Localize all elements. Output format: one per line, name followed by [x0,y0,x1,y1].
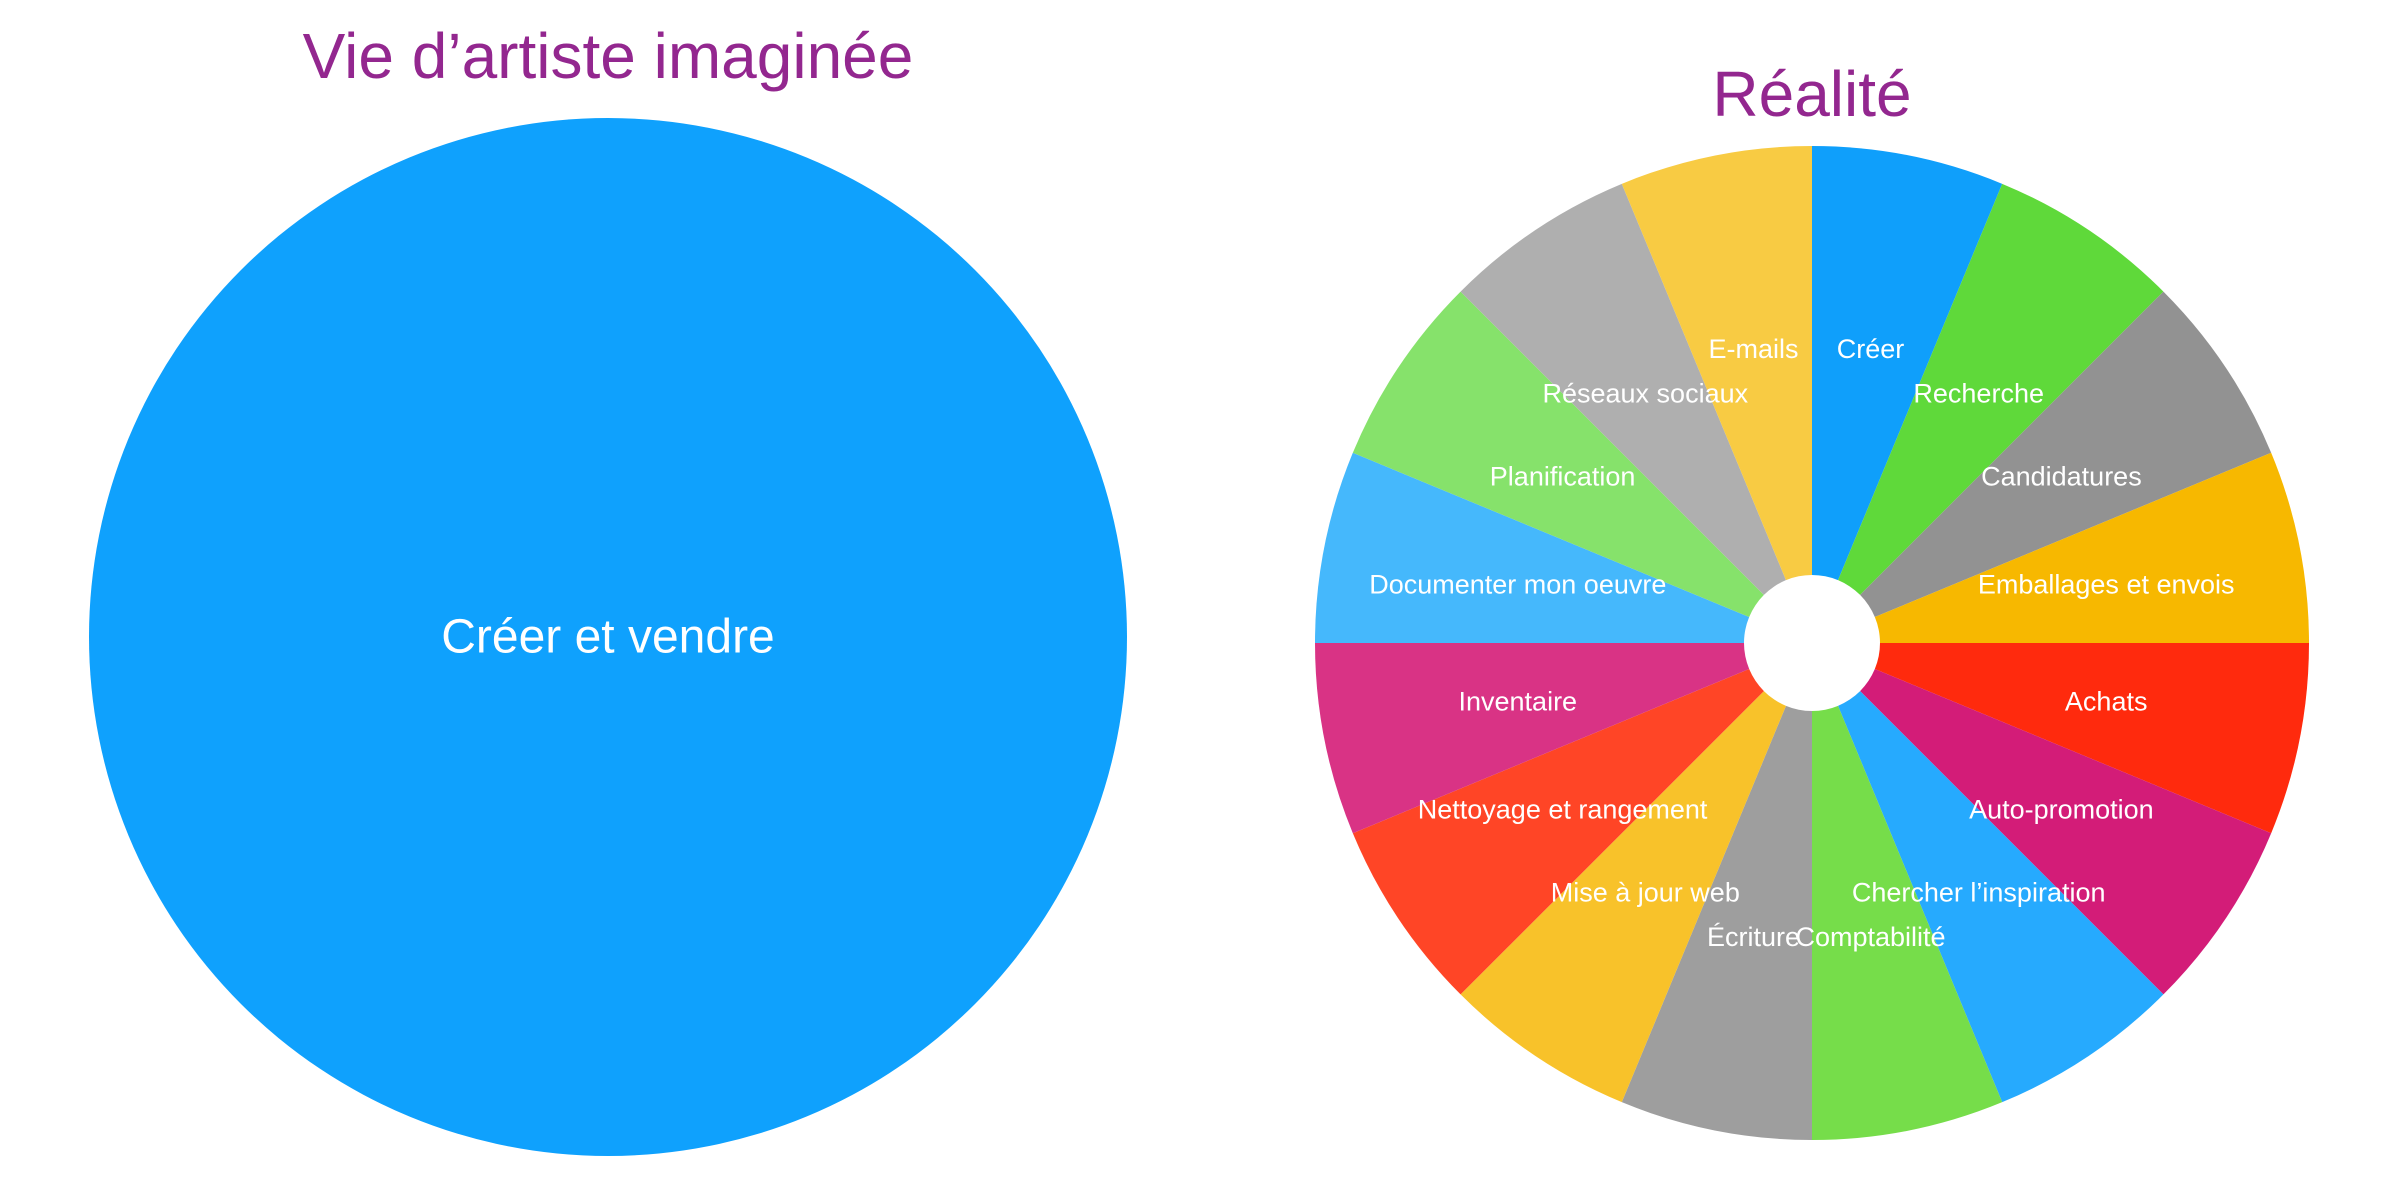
label-documenter-mon-oeuvre: Documenter mon oeuvre [1369,570,1666,600]
label-auto-promotion: Auto-promotion [1969,795,2154,825]
reality-donut-chart: Réalité CréerRechercheCandidaturesEmball… [1315,58,2309,1140]
slice-creer [1812,146,2003,643]
reality-slices [1315,146,2309,1140]
slice-e-mails [1621,146,1812,643]
slice-documenter-mon-oeuvre [1315,452,1812,643]
label-mise-a-jour-web: Mise à jour web [1551,877,1740,907]
slice-reseaux-sociaux [1460,183,1812,643]
imagined-life-slices [89,118,1127,1156]
label-nettoyage-et-rangement: Nettoyage et rangement [1418,795,1708,825]
imagined-life-labels: Créer et vendre [441,611,775,664]
slice-chercher-l-inspiration [1812,643,2164,1103]
slice-candidatures [1812,291,2272,643]
label-recherche: Recherche [1913,379,2044,409]
slice-inventaire [1315,643,1812,834]
imagined-life-chart-title: Vie d’artiste imaginée [303,20,914,92]
slice-comptabilite [1812,643,2003,1140]
slice-auto-promotion [1812,643,2272,995]
label-emballages-et-envois: Emballages et envois [1978,570,2235,600]
slice-nettoyage-et-rangement [1352,643,1812,995]
label-comptabilite: Comptabilité [1795,922,1945,952]
imagined-life-pie-chart: Vie d’artiste imaginée Créer et vendre [89,20,1127,1156]
slice-creer-et-vendre [89,118,1127,1156]
label-reseaux-sociaux: Réseaux sociaux [1542,379,1748,409]
label-planification: Planification [1490,461,1636,491]
label-creer: Créer [1837,334,1905,364]
label-candidatures: Candidatures [1981,461,2142,491]
slice-ecriture [1621,643,1812,1140]
slice-emballages-et-envois [1812,452,2309,643]
label-chercher-l-inspiration: Chercher l’inspiration [1852,877,2106,907]
donut-hole [1744,575,1880,711]
slice-planification [1352,291,1812,643]
label-inventaire: Inventaire [1459,687,1578,717]
slice-mise-a-jour-web [1460,643,1812,1103]
label-creer-et-vendre: Créer et vendre [441,611,775,664]
slice-recherche [1812,183,2164,643]
slice-achats [1812,643,2309,834]
label-e-mails: E-mails [1708,334,1798,364]
label-ecriture: Écriture [1707,922,1800,952]
label-achats: Achats [2065,687,2148,717]
reality-chart-title: Réalité [1712,58,1911,130]
